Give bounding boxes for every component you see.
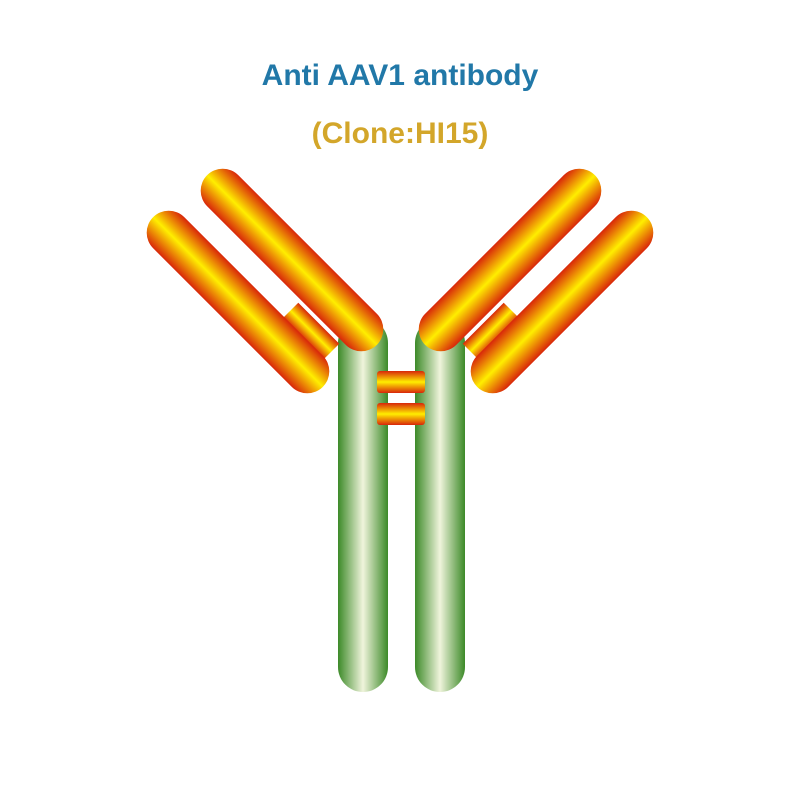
left-light-chain (146, 210, 330, 394)
hinge-bond-upper (377, 371, 425, 393)
clone-subtitle: (Clone:HI15) (311, 117, 489, 150)
left-fab-bond (282, 302, 340, 360)
figure-title: Anti AAV1 antibody (261, 59, 539, 92)
heavy-chain-left-stem (338, 318, 388, 692)
right-fab-bond (462, 302, 520, 360)
heavy-chain-right-stem (415, 318, 465, 692)
right-light-chain (470, 210, 654, 394)
hinge-bond-lower (377, 403, 425, 425)
right-heavy-chain-arm (418, 168, 602, 352)
left-heavy-chain-arm (200, 168, 384, 352)
